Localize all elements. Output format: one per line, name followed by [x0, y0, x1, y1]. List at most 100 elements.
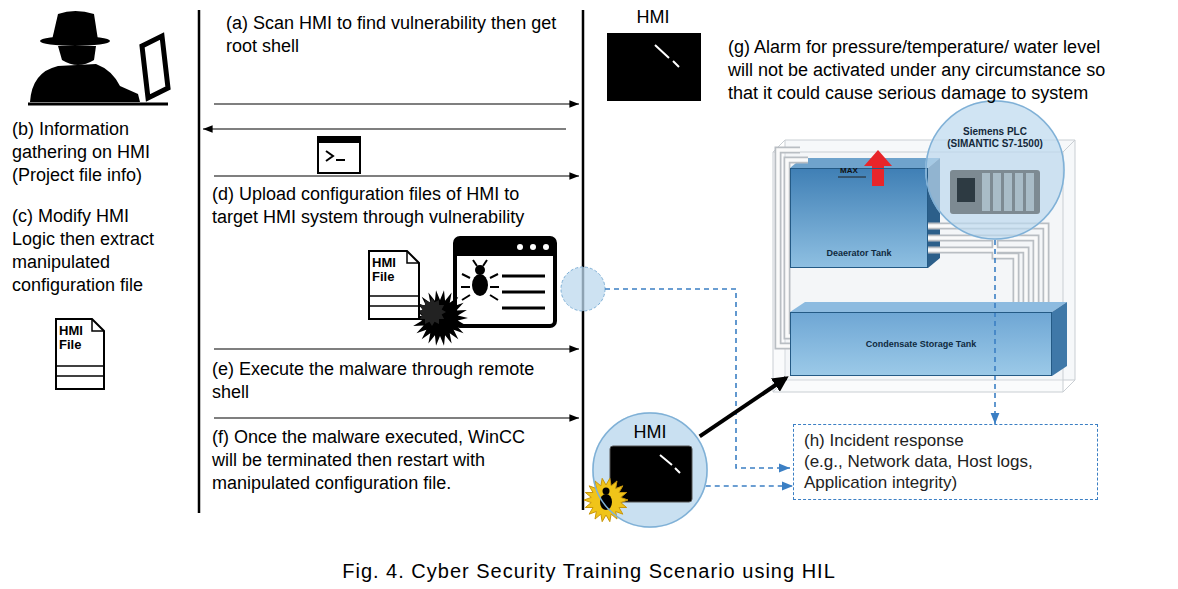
circle-border — [593, 413, 707, 527]
plc-modules — [982, 173, 1034, 211]
node-text: Siemens PLC (SIMANTIC S7-1500) — [939, 126, 1051, 150]
step-note: (g) Alarm for pressure/temperature/ wate… — [728, 36, 1128, 105]
step-note: (d) Upload configuration files of HMI to… — [212, 183, 557, 229]
node-text: Condensate Storage Tank — [866, 339, 976, 350]
hacker-desk — [28, 103, 168, 106]
node-text: HMI File — [59, 324, 101, 351]
hmi-screen — [607, 33, 701, 101]
plc-module — [993, 173, 1001, 211]
bug-legs — [461, 260, 499, 300]
bug-head — [603, 488, 610, 495]
message-arrow — [214, 348, 579, 349]
hacker-icon — [28, 11, 168, 104]
node-text: HMI — [634, 421, 667, 443]
file-line — [369, 295, 419, 297]
bug-body — [472, 274, 488, 296]
terminal-prompt — [326, 151, 333, 161]
browser-dot — [517, 244, 523, 250]
spiky-star — [412, 290, 468, 345]
browser-dot — [530, 244, 536, 250]
terminal-icon — [318, 137, 360, 173]
circle-outline — [925, 100, 1065, 240]
infected-badge — [584, 478, 628, 521]
hmi-device: HMI — [603, 4, 703, 102]
spiky-star — [418, 298, 446, 326]
message-arrow — [214, 417, 579, 418]
lifeline — [582, 10, 585, 510]
browser-line — [502, 307, 545, 310]
hacker-body — [30, 64, 140, 102]
tank-top — [790, 158, 940, 168]
hacker-monitor — [142, 36, 168, 98]
hacker-hat-brim — [40, 36, 110, 46]
spiky-star — [584, 478, 628, 521]
plc-disk — [925, 100, 1065, 240]
tank-box: Condensate Storage Tank — [790, 312, 1052, 376]
tank-box: Deaerator Tank — [790, 168, 928, 268]
tank-front — [790, 312, 1052, 376]
bug-head — [475, 265, 485, 275]
file-line — [369, 305, 419, 307]
level-arrow-head — [864, 150, 892, 166]
plc-module — [982, 173, 990, 211]
terminal-frame — [318, 137, 360, 173]
plc-display — [957, 178, 975, 202]
message-arrow — [203, 128, 566, 129]
step-note: (c) Modify HMI Logic then extract manipu… — [12, 205, 172, 297]
browser-icon — [455, 238, 555, 326]
glass-box-edges — [773, 140, 1075, 392]
file-icon: HMI File — [55, 318, 105, 390]
step-note: (e) Execute the malware through remote s… — [212, 358, 557, 404]
browser-line — [502, 275, 545, 278]
file-page — [56, 319, 104, 389]
browser-bar — [455, 238, 555, 256]
hmi-disk — [592, 412, 708, 528]
message-arrow — [214, 175, 579, 176]
browser-frame — [455, 238, 555, 326]
plc-module — [1015, 173, 1023, 211]
hmi-stylus — [660, 455, 680, 473]
malware-blob — [412, 290, 468, 345]
figure-caption: Fig. 4. Cyber Security Training Scenario… — [0, 560, 1178, 583]
plc-rack — [950, 170, 1040, 214]
file-page — [369, 251, 419, 319]
file-icon: HMI File — [368, 250, 420, 320]
node-text: (e.g., Network data, Host logs, Applicat… — [804, 451, 1087, 493]
response-box: (h) Incident response(e.g., Network data… — [793, 424, 1098, 500]
node-text: HMI File — [372, 256, 416, 283]
control-arrow — [700, 378, 786, 436]
step-note: (f) Once the malware executed, WinCC wil… — [212, 426, 547, 495]
circle-border — [926, 101, 1064, 239]
hacker-hat — [52, 11, 98, 40]
node-text: HMI — [637, 6, 670, 28]
tank-front — [790, 168, 928, 268]
tank-side — [1052, 302, 1067, 376]
file-fold — [92, 319, 104, 331]
pipe-outline — [778, 150, 1046, 346]
node-text: Deaerator Tank — [827, 248, 892, 259]
file-line — [56, 375, 104, 377]
evidence-arrow — [994, 240, 996, 424]
file-line — [56, 365, 104, 367]
hacker-face — [58, 46, 96, 65]
network-tap-circle — [561, 267, 605, 311]
file-fold — [407, 251, 419, 263]
browser-dot — [543, 244, 549, 250]
plc-module — [1004, 173, 1012, 211]
level-mark: MAX — [840, 166, 868, 176]
terminal-cursor — [336, 159, 345, 161]
lifeline — [198, 10, 201, 513]
plc-module — [1026, 173, 1034, 211]
hmi-stylus — [655, 45, 679, 67]
node-text: (h) Incident response — [804, 430, 964, 451]
plc-circle: Siemens PLC (SIMANTIC S7-1500) — [925, 100, 1065, 240]
terminal-bar — [318, 137, 360, 143]
pipe-inner — [778, 150, 1046, 346]
hmi-circle: HMI — [592, 412, 708, 528]
step-note: (a) Scan HMI to find vulnerability then … — [226, 12, 561, 58]
step-note: (b) Information gathering on HMI (Projec… — [12, 118, 172, 187]
max-line — [838, 177, 866, 178]
tank-top — [790, 302, 1067, 312]
bug-body — [600, 494, 612, 510]
